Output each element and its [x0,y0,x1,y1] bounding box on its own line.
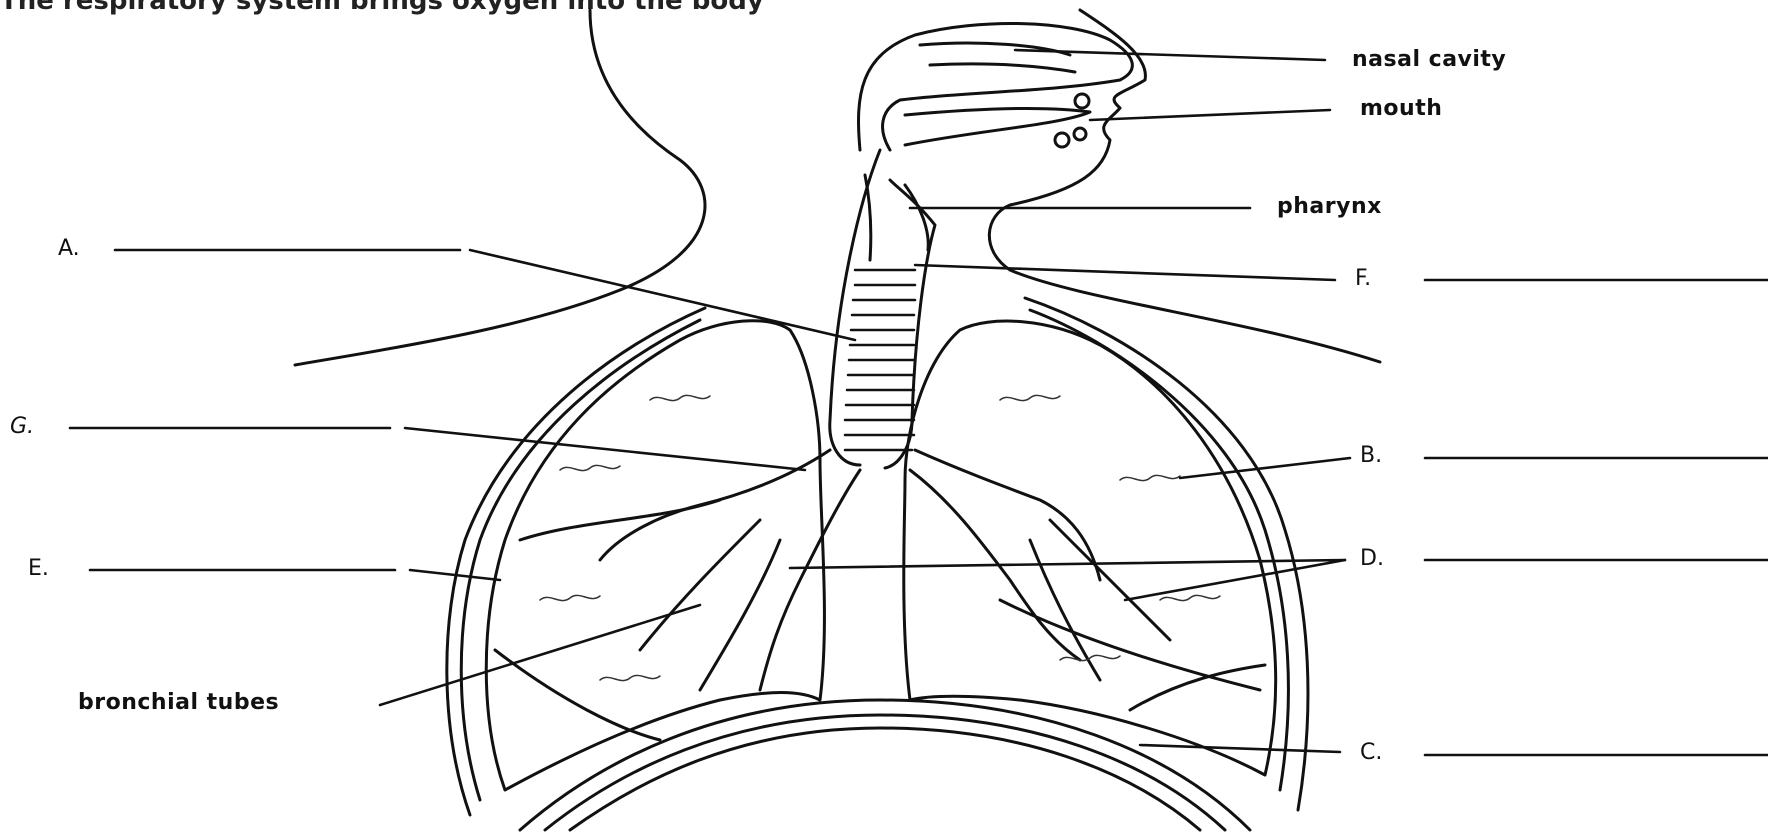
label-b: B. [1360,445,1382,467]
label-d: D. [1360,548,1384,570]
label-e: E. [28,558,49,580]
nasal-cavity-shape [859,24,1133,150]
label-c: C. [1360,742,1382,764]
trachea-rings [845,270,915,450]
label-mouth: mouth [1360,98,1442,120]
lung-texture [540,395,1220,680]
label-g: G. [10,416,34,438]
label-f: F. [1355,268,1371,290]
head-outline [295,10,1380,365]
diaphragm [520,700,1250,830]
bronchi [600,450,1170,690]
label-bronchial-tubes: bronchial tubes [78,692,279,714]
label-pharynx: pharynx [1277,196,1382,218]
label-nasal-cavity: nasal cavity [1352,49,1506,71]
label-a: A. [58,238,80,260]
